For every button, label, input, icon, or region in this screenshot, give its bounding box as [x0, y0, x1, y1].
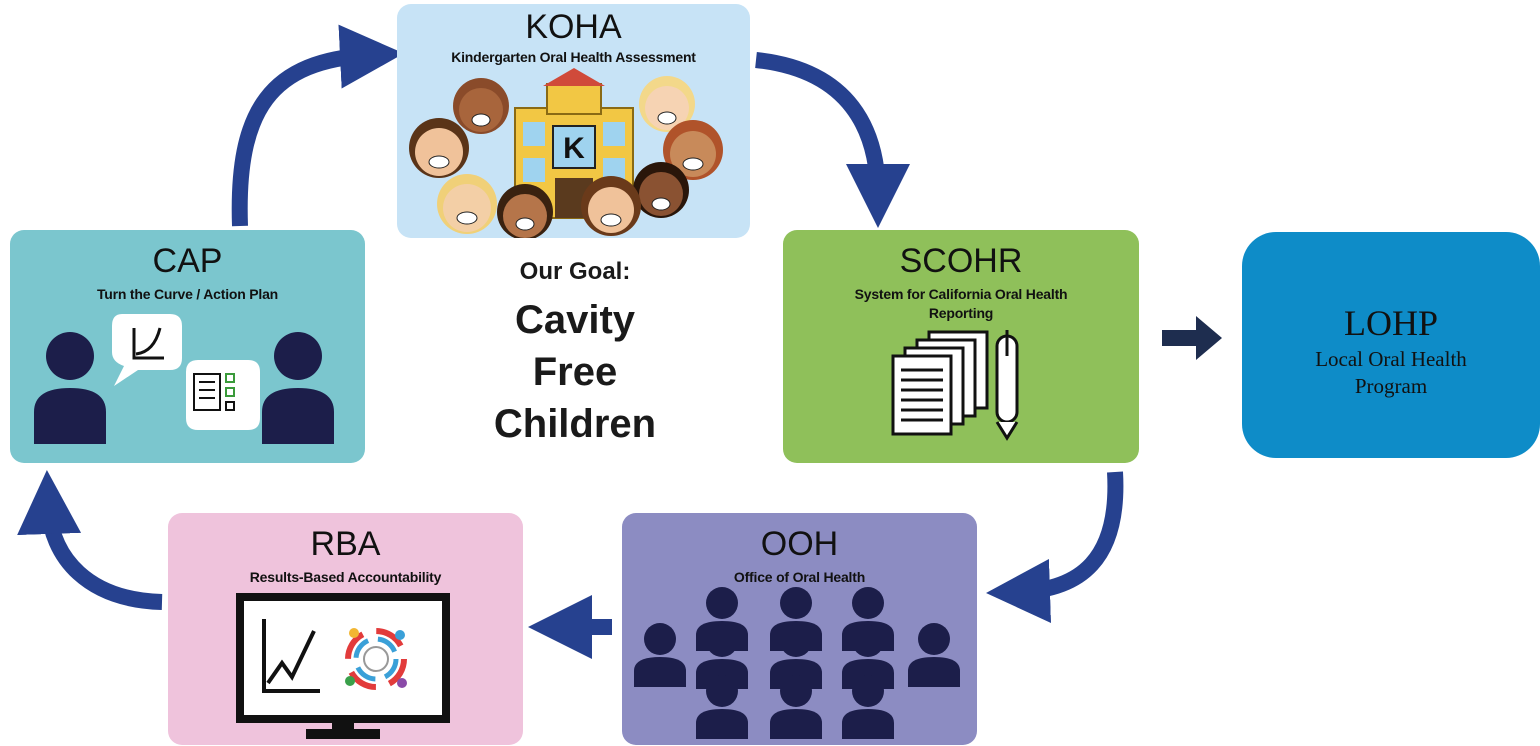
pen-icon [995, 330, 1019, 441]
checklist-icon [186, 360, 260, 430]
child-face-icon [409, 76, 723, 238]
monitor-icon [236, 593, 450, 739]
cap-illustration [34, 314, 334, 444]
koha-title: KOHA [525, 8, 622, 46]
koha-subtitle: Kindergarten Oral Health Assessment [451, 49, 696, 65]
arrow-scohr-to-lohp [1162, 316, 1222, 360]
rba-title: RBA [310, 525, 381, 563]
rba-illustration [236, 593, 450, 739]
rba-logo [345, 628, 407, 690]
ooh-illustration [634, 587, 960, 739]
chart-icon [262, 619, 320, 693]
ooh-title: OOH [760, 525, 839, 563]
goal-label: Our Goal: [519, 258, 631, 285]
cap-box: CAP Turn the Curve / Action Plan [10, 230, 365, 463]
arrow-cap-to-koha [231, 24, 404, 227]
ooh-subtitle: Office of Oral Health [733, 569, 866, 585]
cap-subtitle: Turn the Curve / Action Plan [96, 286, 279, 302]
lohp-title: LOHP [1343, 303, 1438, 343]
arrow-scohr-to-ooh [986, 471, 1124, 623]
goal-text: Our Goal: Cavity Free Children [475, 258, 675, 450]
scohr-title: SCOHR [899, 242, 1023, 280]
school-letter: K [563, 132, 585, 165]
koha-illustration: K [409, 68, 723, 238]
arrow-koha-to-scohr [755, 52, 910, 228]
goal-line: Free [532, 350, 618, 394]
koha-box: KOHA Kindergarten Oral Health Assessment… [397, 4, 750, 238]
person-icon [34, 332, 334, 444]
documents-icon [891, 330, 989, 436]
scohr-subtitle: System for California Oral Health Report… [854, 286, 1068, 321]
scohr-illustration [891, 330, 1019, 441]
person-icon [634, 587, 960, 739]
arrow-rba-to-cap [17, 470, 163, 610]
chart-icon [112, 314, 182, 386]
rba-box: RBA Results-Based Accountability [168, 513, 523, 745]
lohp-box: LOHP Local Oral Health Program [1242, 232, 1540, 458]
lohp-subtitle: Local Oral Health Program [1315, 347, 1467, 398]
scohr-box: SCOHR System for California Oral Health … [783, 230, 1139, 463]
goal-line: Children [493, 402, 657, 446]
goal-line: Cavity [514, 298, 636, 342]
rba-subtitle: Results-Based Accountability [249, 569, 442, 585]
ooh-box: OOH Office of Oral Health [622, 513, 977, 745]
cap-title: CAP [152, 242, 223, 280]
